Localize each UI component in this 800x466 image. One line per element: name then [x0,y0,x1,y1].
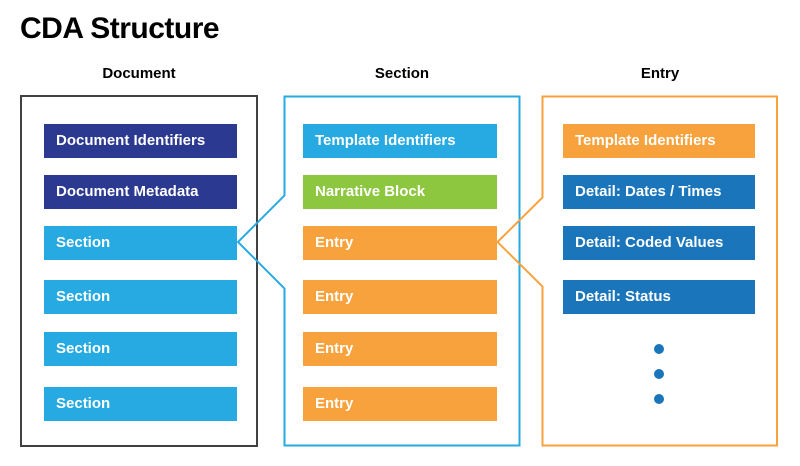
box-section-1: Section [44,226,237,260]
box-section-3: Section [44,332,237,366]
column-header-section: Section [374,65,430,82]
box-entry-1: Entry [303,226,497,260]
box-section-2: Section [44,280,237,314]
diagram-title: CDA Structure [20,12,220,45]
box-document-metadata: Document Metadata [44,175,237,209]
box-section-4: Section [44,387,237,421]
box-entry-3: Entry [303,332,497,366]
column-header-document: Document [102,65,176,82]
column-header-entry: Entry [640,65,680,82]
box-detail-status: Detail: Status [563,280,755,314]
vertical-ellipsis [563,320,755,424]
box-document-identifiers: Document Identifiers [44,124,237,158]
box-narrative-block: Narrative Block [303,175,497,209]
box-template-identifiers-entry: Template Identifiers [563,124,755,158]
box-entry-4: Entry [303,387,497,421]
box-template-identifiers-section: Template Identifiers [303,124,497,158]
ellipsis-dot [654,394,664,404]
box-detail-coded-values: Detail: Coded Values [563,226,755,260]
box-entry-2: Entry [303,280,497,314]
ellipsis-dot [654,369,664,379]
box-detail-dates-times: Detail: Dates / Times [563,175,755,209]
ellipsis-dot [654,344,664,354]
